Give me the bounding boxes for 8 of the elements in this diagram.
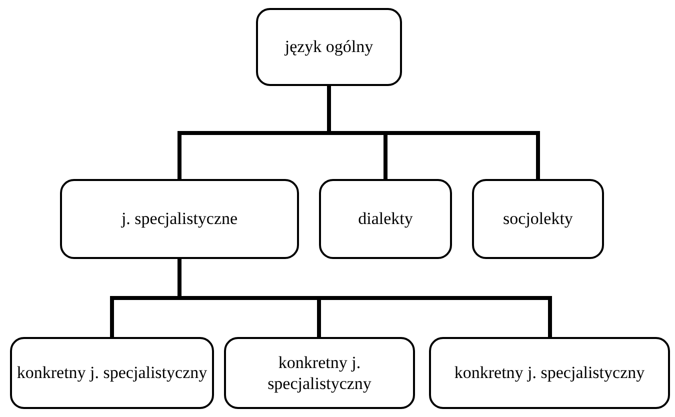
connector-line <box>178 259 552 337</box>
text-box: język ogólny <box>256 8 402 86</box>
text-box: konkretny j. specjalistyczny <box>10 337 214 409</box>
text-box: konkretny j. specjalistyczny <box>429 337 670 409</box>
text-box: j. specjalistyczne <box>60 179 299 259</box>
text-box: konkretny j. specjalistyczny <box>224 337 415 409</box>
text-box: socjolekty <box>472 179 604 259</box>
text-box: dialekty <box>319 179 452 259</box>
